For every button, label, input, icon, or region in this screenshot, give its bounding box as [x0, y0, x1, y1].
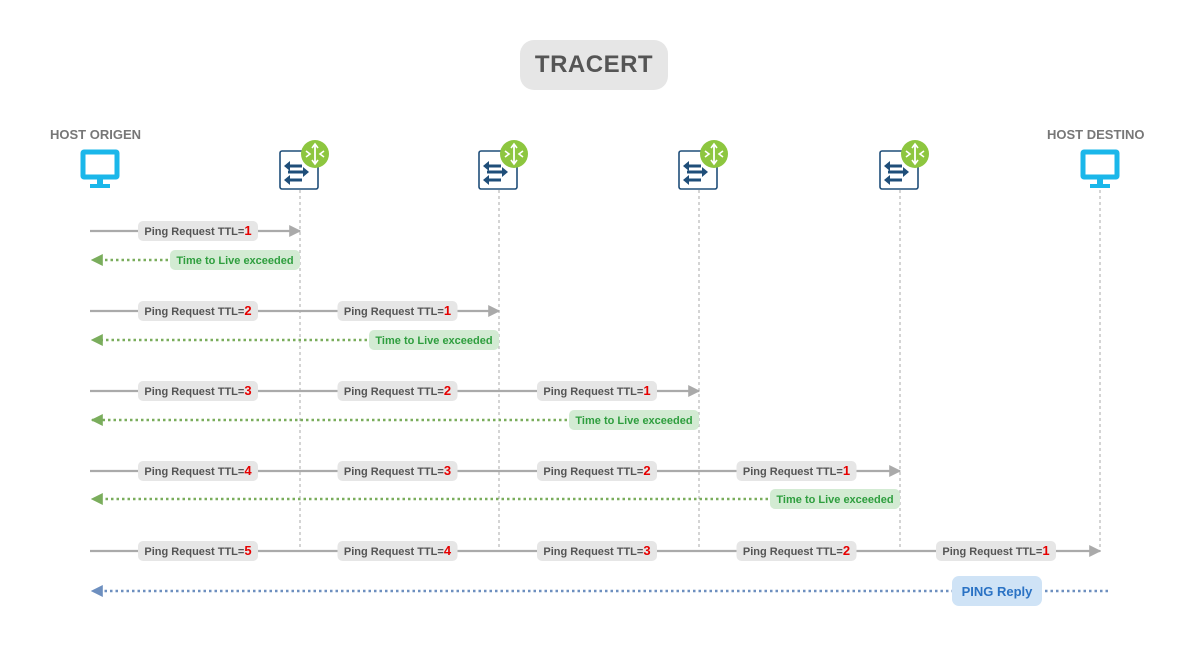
ttl-exceeded-text: Time to Live exceeded [176, 255, 293, 267]
request-label: Ping Request TTL=4 [138, 461, 258, 481]
request-label-text: Ping Request TTL=2 [743, 543, 850, 558]
request-label-text: Ping Request TTL=2 [144, 303, 251, 318]
ttl-exceeded-text: Time to Live exceeded [375, 335, 492, 347]
host-dest-label: HOST DESTINO [1047, 127, 1145, 142]
ping-reply-text: PING Reply [962, 584, 1034, 599]
host-dest-monitor-icon [1080, 149, 1120, 188]
title-box: TRACERT [520, 40, 668, 90]
request-label: Ping Request TTL=3 [337, 461, 458, 481]
router-icon-1 [279, 140, 329, 190]
router-icon-4 [879, 140, 929, 190]
request-label: Ping Request TTL=4 [337, 541, 458, 561]
request-label-text: Ping Request TTL=3 [543, 543, 650, 558]
request-label: Ping Request TTL=1 [736, 461, 857, 481]
request-label-text: Ping Request TTL=5 [144, 543, 251, 558]
ttl-exceeded-label: Time to Live exceeded [369, 330, 499, 350]
request-label-text: Ping Request TTL=4 [144, 463, 252, 478]
request-label: Ping Request TTL=2 [537, 461, 657, 481]
request-label: Ping Request TTL=2 [138, 301, 258, 321]
request-label: Ping Request TTL=5 [138, 541, 258, 561]
request-label: Ping Request TTL=1 [936, 541, 1056, 561]
ttl-exceeded-text: Time to Live exceeded [575, 415, 692, 427]
ttl-exceeded-label: Time to Live exceeded [170, 250, 300, 270]
ttl-exceeded-label: Time to Live exceeded [569, 410, 699, 430]
request-label-text: Ping Request TTL=1 [942, 543, 1049, 558]
request-label: Ping Request TTL=1 [138, 221, 258, 241]
request-label: Ping Request TTL=3 [138, 381, 258, 401]
request-label: Ping Request TTL=1 [537, 381, 657, 401]
request-label-text: Ping Request TTL=2 [344, 383, 451, 398]
request-label: Ping Request TTL=2 [337, 381, 458, 401]
request-label-text: Ping Request TTL=4 [344, 543, 452, 558]
ttl-exceeded-text: Time to Live exceeded [776, 494, 893, 506]
request-label-text: Ping Request TTL=1 [144, 223, 251, 238]
router-icon-2 [478, 140, 528, 190]
request-label-text: Ping Request TTL=2 [543, 463, 650, 478]
ttl-exceeded-label: Time to Live exceeded [770, 489, 900, 509]
request-label-text: Ping Request TTL=3 [144, 383, 251, 398]
request-label: Ping Request TTL=2 [736, 541, 857, 561]
request-label: Ping Request TTL=1 [337, 301, 458, 321]
host-origin-label: HOST ORIGEN [50, 127, 142, 142]
page-title: TRACERT [534, 51, 654, 78]
router-icon-3 [678, 140, 728, 190]
ping-reply-label: PING Reply [952, 576, 1042, 606]
request-label-text: Ping Request TTL=1 [344, 303, 451, 318]
request-label: Ping Request TTL=3 [537, 541, 657, 561]
host-origin-monitor-icon [80, 149, 120, 188]
request-label-text: Ping Request TTL=1 [543, 383, 650, 398]
request-label-text: Ping Request TTL=3 [344, 463, 451, 478]
request-label-text: Ping Request TTL=1 [743, 463, 850, 478]
